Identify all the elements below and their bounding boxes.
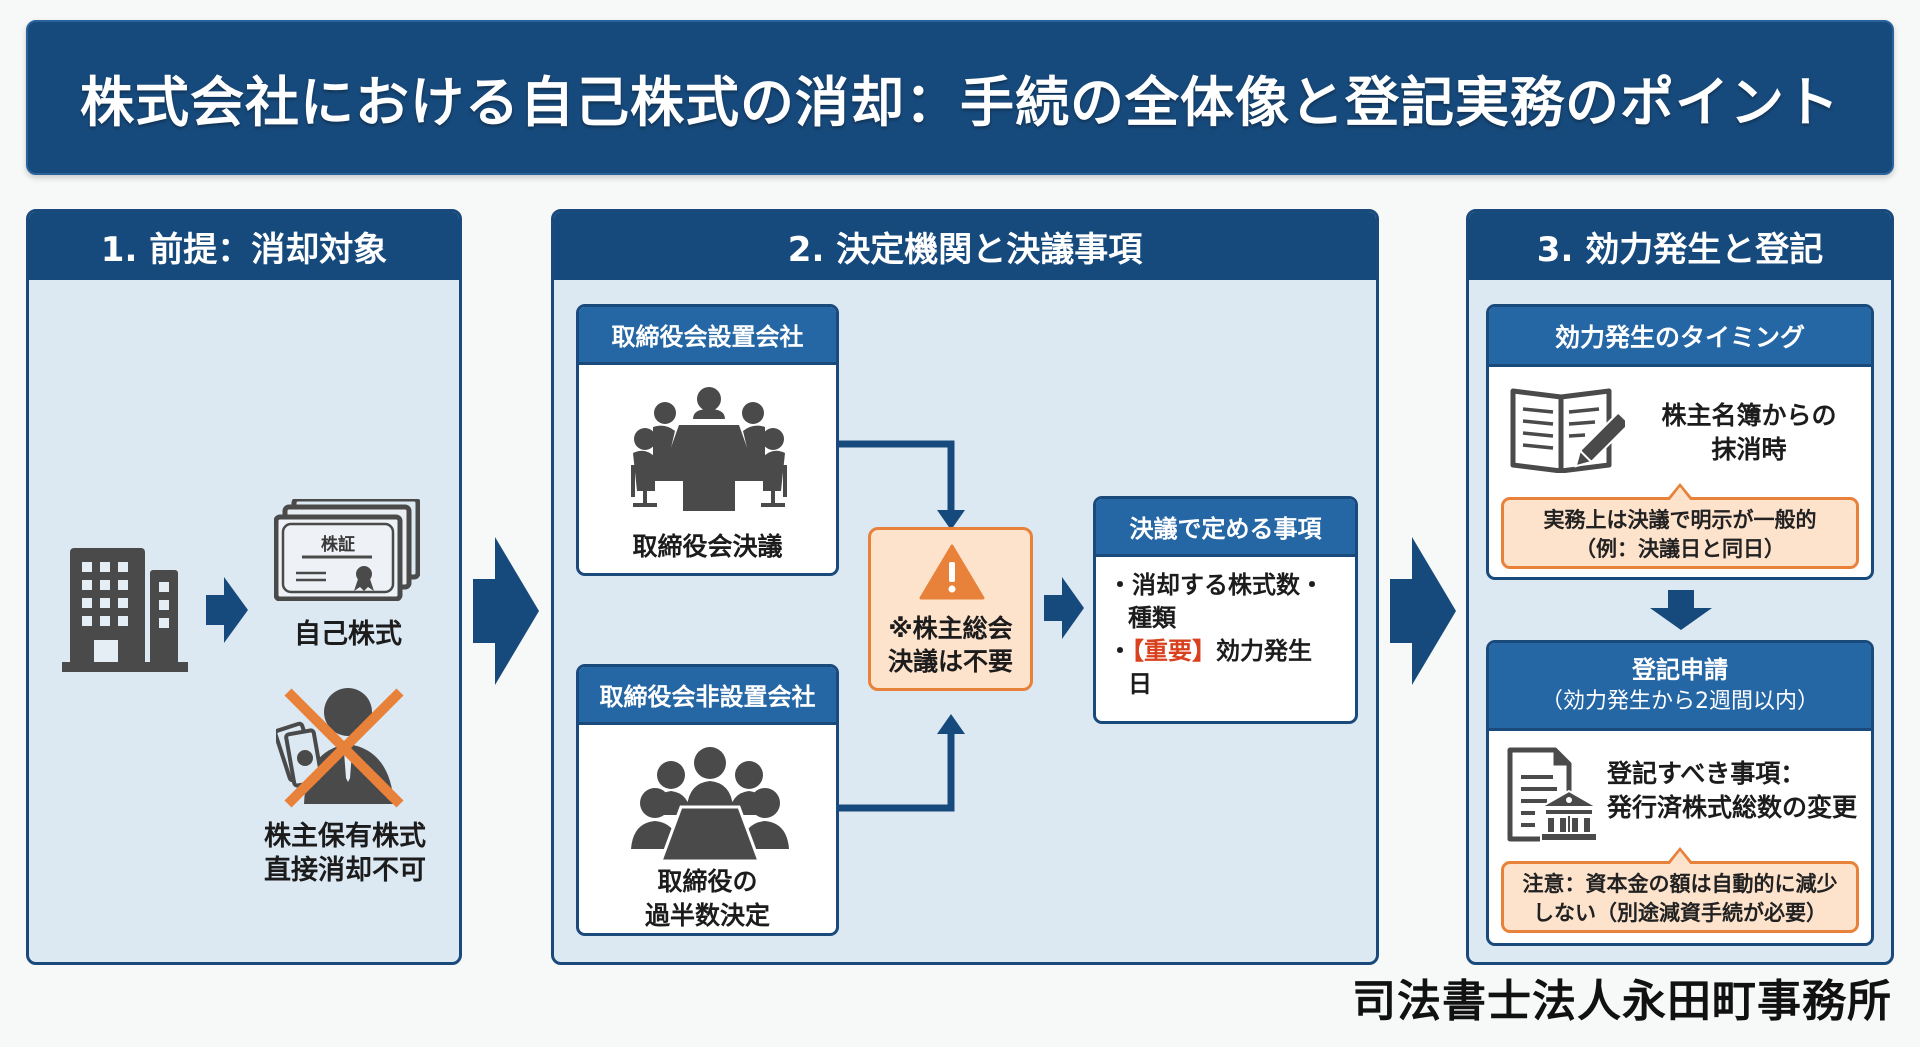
no-board-company-card: 取締役会非設置会社 取締役の 過半数決定 bbox=[576, 664, 839, 936]
label-line2: 過半数決定 bbox=[644, 901, 770, 930]
list-item: ・【重要】効力発生 日 bbox=[1108, 637, 1312, 698]
important-tag: 【重要】 bbox=[1132, 637, 1216, 665]
building-icon bbox=[62, 548, 188, 676]
card-header: 取締役会設置会社 bbox=[579, 307, 836, 365]
prohibited-label: 株主保有株式 直接消却不可 bbox=[240, 820, 450, 888]
panel-header: 3. 効力発生と登記 bbox=[1469, 212, 1891, 280]
timing-line1: 株主名簿からの bbox=[1661, 401, 1837, 430]
card-header-text: 効力発生のタイミング bbox=[1554, 322, 1805, 352]
card-header: 決議で定める事項 bbox=[1096, 499, 1355, 557]
card-header-line1: 登記申請 bbox=[1632, 655, 1728, 684]
panel-header: 2. 決定機関と決議事項 bbox=[554, 212, 1376, 280]
callout-tail bbox=[1666, 483, 1694, 501]
warning-line2: 決議は不要 bbox=[887, 647, 1013, 676]
arrow-right-small-icon bbox=[206, 577, 248, 647]
note-line1: 実務上は決議で明示が一般的 bbox=[1543, 508, 1817, 532]
panel-heading: 2. 決定機関と決議事項 bbox=[787, 229, 1143, 270]
note-line2: （例：決議日と同日） bbox=[1575, 537, 1785, 561]
effect-timing-card: 効力発生のタイミング 株主名簿からの 抹消時 実務上は決議で明示が一般的 （例：… bbox=[1486, 304, 1874, 580]
prohibited-label-line1: 株主保有株式 bbox=[264, 821, 426, 852]
prohibited-label-line2: 直接消却不可 bbox=[264, 855, 426, 886]
board-meeting-icon bbox=[629, 387, 789, 517]
registration-application-card: 登記申請 （効力発生から2週間以内） 登記すべき事項： 発行済株式総数の変更 注… bbox=[1486, 640, 1874, 946]
card-header-text: 取締役会非設置会社 bbox=[599, 683, 816, 711]
capital-caution-note: 注意：資本金の額は自動的に減少 しない（別途減資手続が必要） bbox=[1501, 847, 1859, 933]
note-line2: しない（別途減資手続が必要） bbox=[1533, 901, 1827, 925]
directors-meeting-icon bbox=[631, 745, 789, 865]
callout-tail bbox=[1666, 847, 1694, 865]
card-header: 取締役会非設置会社 bbox=[579, 667, 836, 725]
registration-line2: 発行済株式総数の変更 bbox=[1607, 793, 1858, 822]
registration-document-icon bbox=[1507, 747, 1601, 847]
shareholder-prohibited-icon bbox=[273, 682, 412, 818]
registration-line1: 登記すべき事項： bbox=[1607, 759, 1806, 788]
arrow-right-small-icon bbox=[1044, 577, 1084, 643]
note-line1: 注意：資本金の額は自動的に減少 bbox=[1522, 872, 1838, 896]
panel-heading: 1. 前提：消却対象 bbox=[100, 229, 388, 270]
warning-line1: ※株主総会 bbox=[888, 614, 1013, 643]
card-header-line2: （効力発生から2週間以内） bbox=[1541, 688, 1819, 714]
arrow-down-icon bbox=[1650, 590, 1712, 634]
flow-arrow-2-to-3-icon bbox=[1390, 537, 1456, 685]
no-shareholders-meeting-warning: ※株主総会 決議は不要 bbox=[868, 527, 1033, 691]
card-header: 効力発生のタイミング bbox=[1489, 307, 1871, 367]
label-line1: 取締役の bbox=[657, 867, 758, 896]
title-banner: 株式会社における自己株式の消却：手続の全体像と登記実務のポイント bbox=[26, 20, 1894, 175]
resolution-items-card: 決議で定める事項 ・消却する株式数・ 種類 ・【重要】効力発生 日 bbox=[1093, 496, 1358, 724]
board-resolution-label: 取締役会決議 bbox=[632, 532, 783, 561]
card-header-text: 取締役会設置会社 bbox=[611, 323, 804, 351]
resolution-items-list: ・消却する株式数・ 種類 ・【重要】効力発生 日 bbox=[1108, 569, 1353, 701]
timing-line2: 抹消時 bbox=[1711, 435, 1787, 464]
panel-heading: 3. 効力発生と登記 bbox=[1536, 229, 1824, 270]
firm-name: 司法書士法人永田町事務所 bbox=[1352, 976, 1892, 1027]
share-certificate-icon bbox=[273, 496, 421, 605]
warning-text: ※株主総会 決議は不要 bbox=[871, 612, 1030, 678]
card-header-text: 決議で定める事項 bbox=[1129, 515, 1322, 543]
warning-icon bbox=[919, 544, 985, 604]
panel-header: 1. 前提：消却対象 bbox=[29, 212, 459, 280]
page-title: 株式会社における自己株式の消却：手続の全体像と登記実務のポイント bbox=[80, 71, 1840, 134]
card-header: 登記申請 （効力発生から2週間以内） bbox=[1489, 643, 1871, 731]
own-shares-label: 自己株式 bbox=[294, 619, 402, 650]
board-company-card: 取締役会設置会社 取締役会決議 bbox=[576, 304, 839, 576]
flow-arrow-1-to-2-icon bbox=[473, 537, 539, 685]
timing-text: 株主名簿からの 抹消時 bbox=[1639, 399, 1859, 467]
timing-note: 実務上は決議で明示が一般的 （例：決議日と同日） bbox=[1501, 483, 1859, 569]
certificate-label: 株証 bbox=[321, 535, 355, 555]
registration-text: 登記すべき事項： 発行済株式総数の変更 bbox=[1607, 757, 1867, 825]
majority-decision-label: 取締役の 過半数決定 bbox=[579, 865, 836, 933]
connector-arrows bbox=[839, 438, 979, 817]
shareholder-register-icon bbox=[1509, 387, 1630, 477]
list-item: ・消却する株式数・ 種類 bbox=[1108, 571, 1324, 632]
